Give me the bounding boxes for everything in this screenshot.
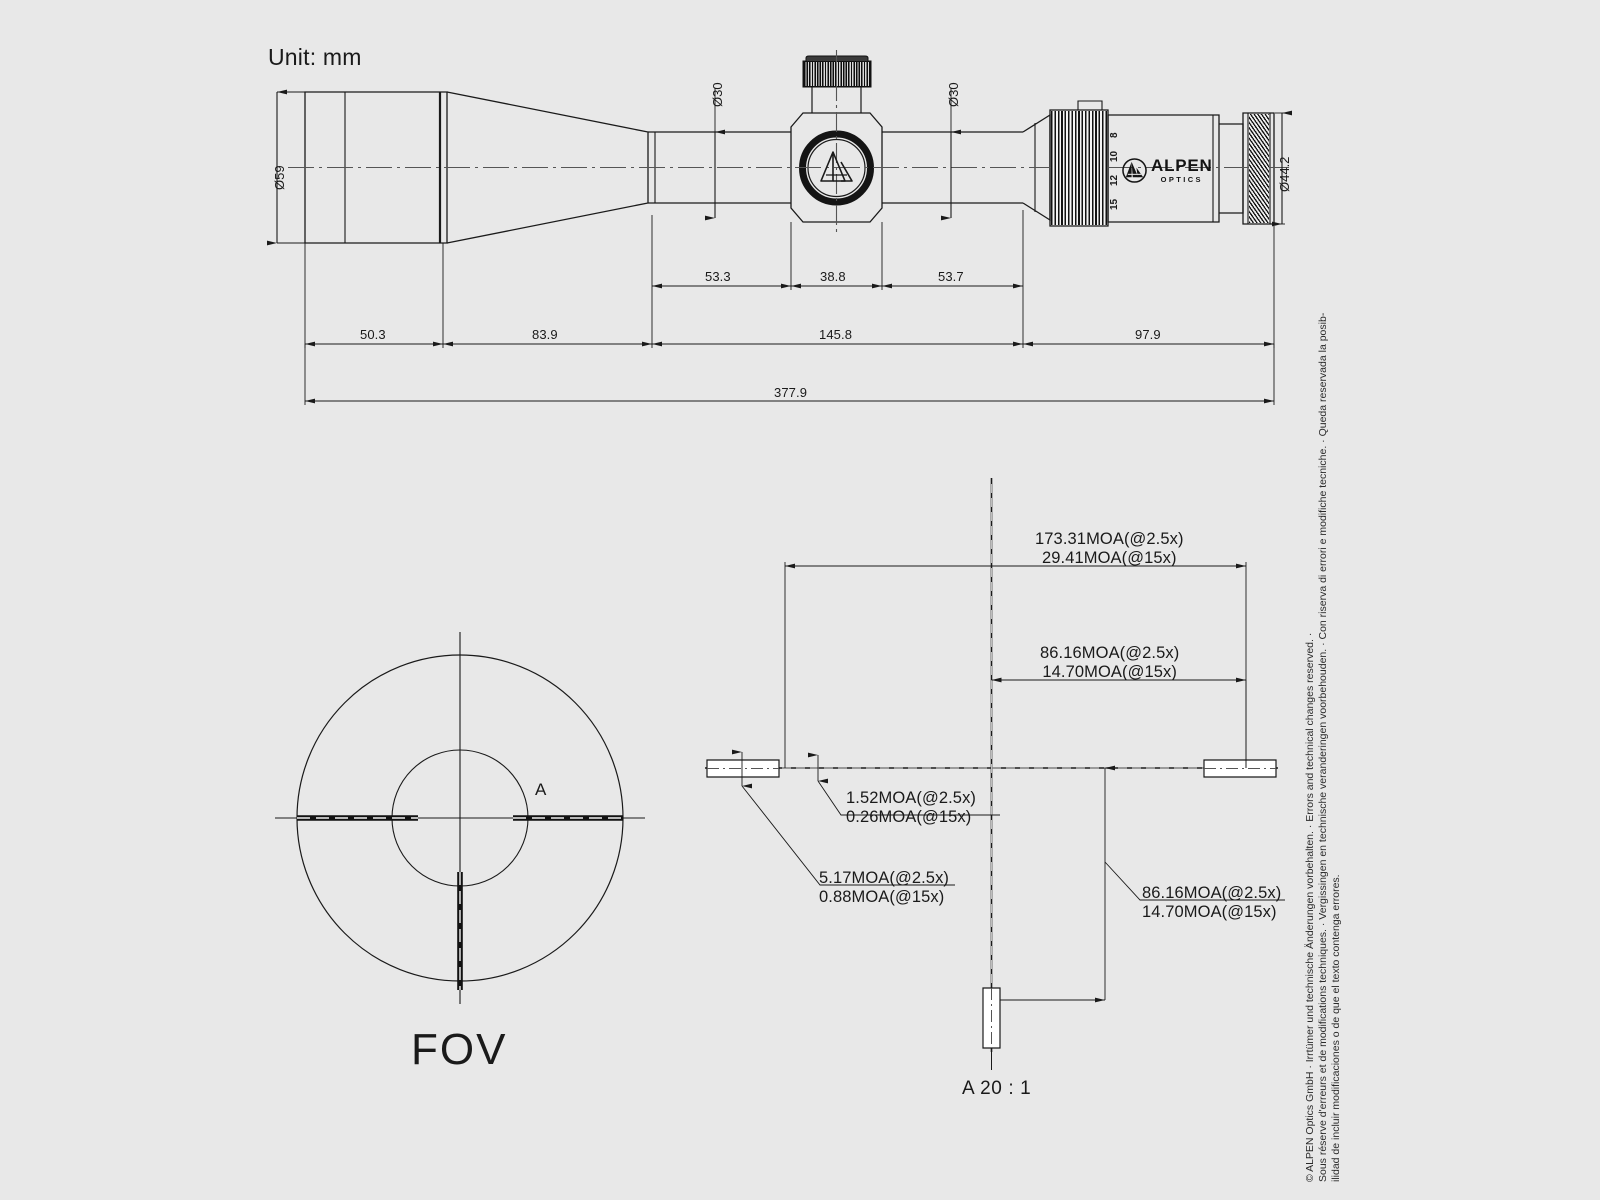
- turret-cap-knurling: [804, 62, 870, 86]
- annotation-line-1: 173.31MOA(@2.5x): [1035, 530, 1184, 548]
- annotation-line-1: 86.16MOA(@2.5x): [1040, 644, 1180, 662]
- annotation-line-1: 1.52MOA(@2.5x): [846, 789, 977, 807]
- brand-name: ALPEN: [1151, 155, 1213, 175]
- magnification-mark-12: 12: [1109, 174, 1120, 186]
- magnification-ring-knurling: [1051, 111, 1107, 225]
- alpen-mountain-logo-eyepiece: [1122, 157, 1147, 183]
- brand-badge: ALPEN OPTICS: [1122, 150, 1214, 190]
- dimension-diameter-eyepiece: Ø44.2: [1277, 156, 1292, 192]
- brand-subtitle: OPTICS: [1160, 174, 1203, 184]
- dimension-diameter-tube-rear: Ø30: [946, 82, 961, 107]
- dimension-97-9: 97.9: [1135, 327, 1161, 342]
- annotation-line-2: 14.70MOA(@15x): [1142, 903, 1277, 922]
- annotation-173-31-moa: 173.31MOA(@2.5x) 29.41MOA(@15x): [1035, 530, 1184, 569]
- annotation-86-16-moa-horizontal: 86.16MOA(@2.5x) 14.70MOA(@15x): [1040, 644, 1179, 683]
- legal-line-1: © ALPEN Optics GmbH · Irrtümer und techn…: [1304, 632, 1316, 1182]
- alpen-mountain-logo-turret: [817, 148, 857, 188]
- annotation-86-16-moa-vertical: 86.16MOA(@2.5x) 14.70MOA(@15x): [1142, 884, 1281, 923]
- dimension-83-9: 83.9: [532, 327, 558, 342]
- unit-label: Unit: mm: [268, 44, 362, 70]
- dimension-53-3: 53.3: [705, 269, 731, 284]
- dimension-38-8: 38.8: [820, 269, 846, 284]
- fov-caption: FOV: [411, 1025, 508, 1074]
- legal-line-2: Sous réserve d'erreurs et de modificatio…: [1317, 312, 1329, 1182]
- reticle-detail-caption: A 20 : 1: [962, 1078, 1032, 1099]
- dimension-diameter-objective: Ø59: [272, 165, 287, 190]
- annotation-line-1: 86.16MOA(@2.5x): [1142, 884, 1282, 902]
- dimension-overall-length: 377.9: [774, 385, 808, 400]
- dimension-diameter-tube-front: Ø30: [710, 82, 725, 107]
- dimension-145-8: 145.8: [819, 327, 853, 342]
- magnification-mark-8: 8: [1109, 132, 1120, 138]
- dimension-53-7: 53.7: [938, 269, 964, 284]
- dimension-50-3: 50.3: [360, 327, 386, 342]
- detail-marker-a: A: [535, 780, 547, 799]
- annotation-line-2: 0.26MOA(@15x): [846, 808, 972, 827]
- legal-line-3: ilidad de incluir modificaciones o de qu…: [1330, 874, 1342, 1182]
- annotation-line-1: 5.17MOA(@2.5x): [819, 869, 950, 887]
- annotation-line-2: 29.41MOA(@15x): [1041, 549, 1177, 568]
- annotation-line-2: 0.88MOA(@15x): [819, 888, 945, 907]
- annotation-5-17-moa: 5.17MOA(@2.5x) 0.88MOA(@15x): [819, 869, 949, 908]
- magnification-mark-10: 10: [1109, 150, 1120, 162]
- ocular-ring-knurling: [1249, 114, 1269, 223]
- magnification-mark-15: 15: [1109, 198, 1120, 210]
- annotation-1-52-moa: 1.52MOA(@2.5x) 0.26MOA(@15x): [846, 789, 976, 828]
- annotation-line-2: 14.70MOA(@15x): [1042, 663, 1177, 682]
